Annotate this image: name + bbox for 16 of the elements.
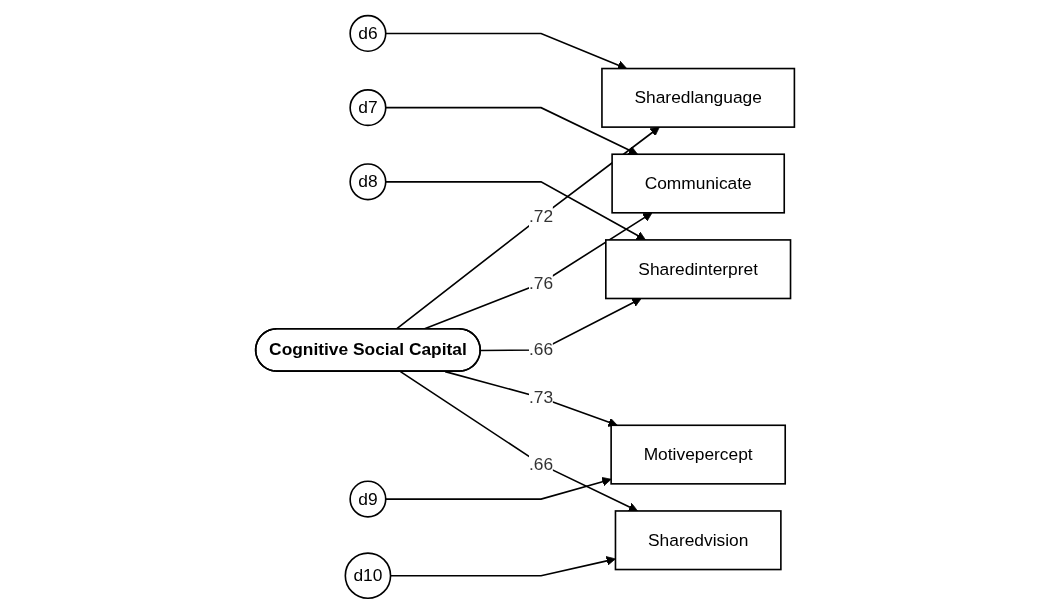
edge-label: .73 — [529, 387, 554, 407]
node-circle: d9 — [349, 480, 387, 518]
node-box: Sharedvision — [615, 510, 783, 571]
node-box: Motivepercept — [610, 424, 787, 485]
edge-label: .66 — [529, 454, 554, 474]
arrow — [400, 370, 639, 512]
node-box: Sharedinterpret — [605, 239, 792, 300]
edge-label: .76 — [529, 273, 554, 292]
node-box: Communicate — [611, 153, 786, 214]
node-box: Sharedlanguage — [601, 67, 796, 128]
edge-label: .72 — [529, 206, 554, 226]
edge-label: .66 — [529, 340, 554, 359]
node-circle: d8 — [349, 163, 387, 201]
node-circle: d6 — [349, 14, 387, 53]
node-circle: d7 — [349, 89, 387, 127]
node-circle: d10 — [344, 552, 392, 600]
